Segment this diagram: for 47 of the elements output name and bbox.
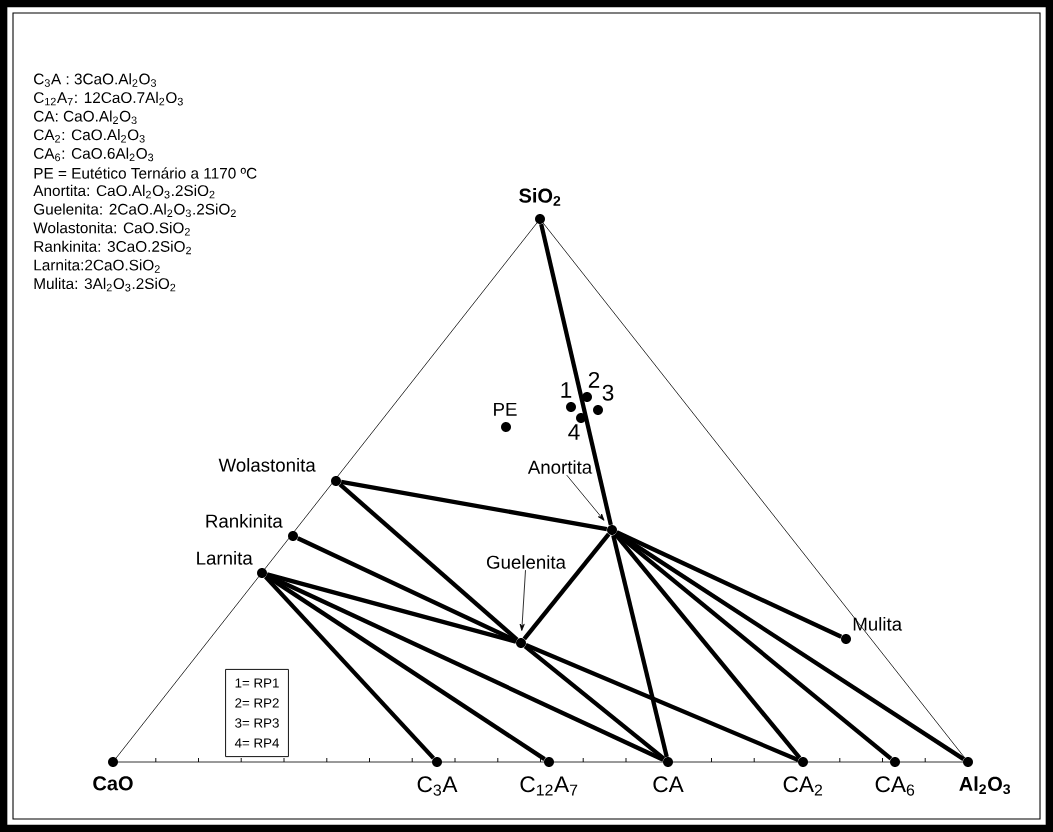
leader-arrow: [519, 569, 526, 631]
point-label: CaO: [93, 776, 133, 791]
phase-label: Guelenita: [487, 555, 566, 569]
tie-line: [265, 574, 546, 761]
phase-label: Anortita: [527, 460, 593, 474]
formula-note: Mulita: 3Al$_{2}$O$_{3}$.2SiO$_{2}$: [34, 277, 176, 292]
tie-line: [522, 532, 611, 641]
tie-line: [265, 573, 665, 762]
tie-line: [338, 482, 519, 642]
formula-note: Rankinita: 3CaO.2SiO$_{2}$: [34, 240, 191, 255]
tie-line: [266, 572, 517, 644]
tie-line: [523, 644, 666, 761]
point-label: 3: [602, 384, 614, 401]
formula-note: C$_{3}$A : 3CaO.Al$_{2}$O$_{3}$: [34, 73, 156, 87]
leader-arrow: [566, 474, 605, 521]
formula-note: CA: CaO.Al$_{2}$O$_{3}$: [34, 110, 137, 124]
point-label: C$_{12}$A$_{7}$: [520, 776, 578, 796]
point-label: CA$_{2}$: [783, 776, 823, 796]
point-label: Rankinita: [206, 514, 283, 528]
formula-note: C$_{12}$A$_{7}$: 12CaO.7Al$_{2}$O$_{3}$: [34, 91, 183, 106]
point-label: SiO$_{2}$: [519, 188, 561, 206]
formula-note: CA$_{6}$: CaO.6Al$_{2}$O$_{3}$: [34, 147, 154, 162]
point-label: Al$_{2}$O$_{3}$: [959, 776, 1011, 795]
tie-line: [296, 536, 518, 643]
point-label: Mulita: [853, 617, 903, 631]
tie-line: [615, 530, 843, 639]
point-label: Larnita: [197, 551, 253, 565]
formula-note: CA$_{2}$: CaO.Al$_{2}$O$_{3}$: [34, 129, 145, 143]
point-label: Wolastonita: [218, 458, 316, 472]
formula-note: Guelenita: 2CaO.Al$_{2}$O$_{3}$.2SiO$_{2}$: [34, 203, 236, 217]
tie-line: [613, 532, 802, 760]
formula-note: Anortita: CaO.Al$_{2}$O$_{3}$.2SiO$_{2}$: [33, 184, 215, 199]
point-label: 2: [588, 371, 600, 388]
tie-line: [611, 534, 669, 758]
formula-note: Wolastonita: CaO.SiO$_{2}$: [33, 222, 190, 236]
tie-line: [340, 479, 608, 532]
point-label: 1: [561, 382, 572, 398]
point-label: CA: [653, 776, 684, 793]
tie-line: [525, 643, 799, 762]
formula-note: PE = Eutético Ternário a 1170 ºC: [34, 167, 257, 179]
key-box: 1= RP1 2= RP2 3= RP3 4= RP4: [225, 668, 289, 758]
tie-line: [264, 575, 435, 760]
point-label: 4: [568, 424, 580, 440]
formula-note: Larnita:2CaO.SiO$_{2}$: [34, 259, 160, 273]
point-label: CA$_{6}$: [875, 776, 915, 796]
point-label: PE: [494, 402, 517, 416]
point-label: C$_{3}$A: [417, 776, 458, 796]
